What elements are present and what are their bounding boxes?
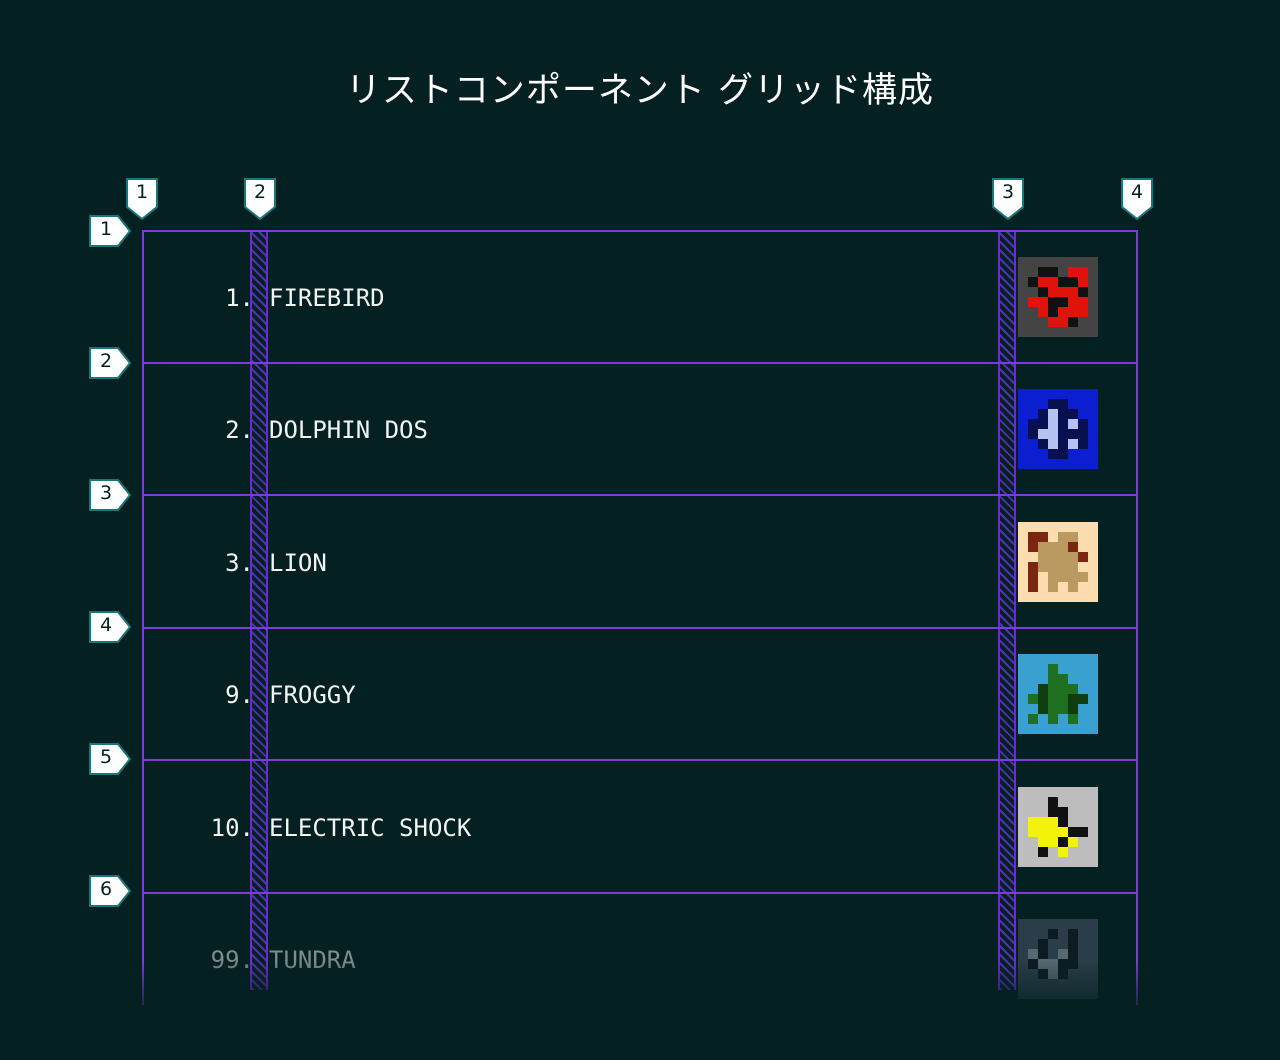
gutter-column-3-hatch: [998, 230, 1016, 990]
row-marker-3: 3: [88, 478, 132, 512]
row-marker-2: 2: [88, 346, 132, 380]
item-name: DOLPHIN DOS: [269, 416, 428, 444]
row-marker-label: 1: [99, 218, 113, 240]
list-item[interactable]: 2. DOLPHIN DOS: [142, 363, 1138, 495]
list-item[interactable]: 3. LION: [142, 496, 1138, 628]
dolphin-pixel-icon: [1018, 389, 1098, 469]
row-line-3: [142, 494, 1138, 496]
row-marker-label: 3: [99, 482, 113, 504]
column-marker-1: 1: [125, 177, 159, 221]
row-marker-label: 6: [99, 878, 113, 900]
column-marker-label: 1: [135, 181, 149, 203]
row-line-4: [142, 627, 1138, 629]
item-name: LION: [269, 549, 327, 577]
item-number: 9.: [225, 681, 254, 709]
lightning-pixel-icon: [1018, 787, 1098, 867]
list-item[interactable]: 9. FROGGY: [142, 628, 1138, 760]
row-marker-6: 6: [88, 874, 132, 908]
grid-diagram: 1. FIREBIRD 2. DOLPHIN DOS 3. LION 9. FR…: [142, 230, 1138, 1005]
column-marker-3: 3: [991, 177, 1025, 221]
column-marker-label: 3: [1001, 181, 1015, 203]
row-marker-label: 4: [99, 614, 113, 636]
item-name: ELECTRIC SHOCK: [269, 814, 472, 842]
page-title: リストコンポーネント グリッド構成: [345, 71, 935, 111]
gutter-column-2-hatch: [250, 230, 268, 990]
frog-pixel-icon: [1018, 654, 1098, 734]
row-line-6: [142, 892, 1138, 894]
column-line-4: [1136, 230, 1138, 1005]
column-marker-label: 2: [253, 181, 267, 203]
row-line-5: [142, 759, 1138, 761]
item-number: 2.: [225, 416, 254, 444]
item-name: FIREBIRD: [269, 284, 385, 312]
list-item[interactable]: 1. FIREBIRD: [142, 231, 1138, 363]
item-name: FROGGY: [269, 681, 356, 709]
row-line-1: [142, 230, 1138, 232]
list-item[interactable]: 10. ELECTRIC SHOCK: [142, 761, 1138, 893]
column-marker-label: 4: [1130, 181, 1144, 203]
row-marker-1: 1: [88, 214, 132, 248]
lion-pixel-icon: [1018, 522, 1098, 602]
column-line-1: [142, 230, 144, 1005]
row-marker-label: 5: [99, 746, 113, 768]
row-marker-4: 4: [88, 610, 132, 644]
item-number: 10.: [210, 814, 254, 842]
row-line-2: [142, 362, 1138, 364]
firebird-pixel-icon: [1018, 257, 1098, 337]
column-marker-2: 2: [243, 177, 277, 221]
row-marker-label: 2: [99, 350, 113, 372]
item-number: 3.: [225, 549, 254, 577]
row-marker-5: 5: [88, 742, 132, 776]
column-marker-4: 4: [1120, 177, 1154, 221]
bottom-fade-overlay: [0, 960, 1280, 1020]
item-number: 1.: [225, 284, 254, 312]
